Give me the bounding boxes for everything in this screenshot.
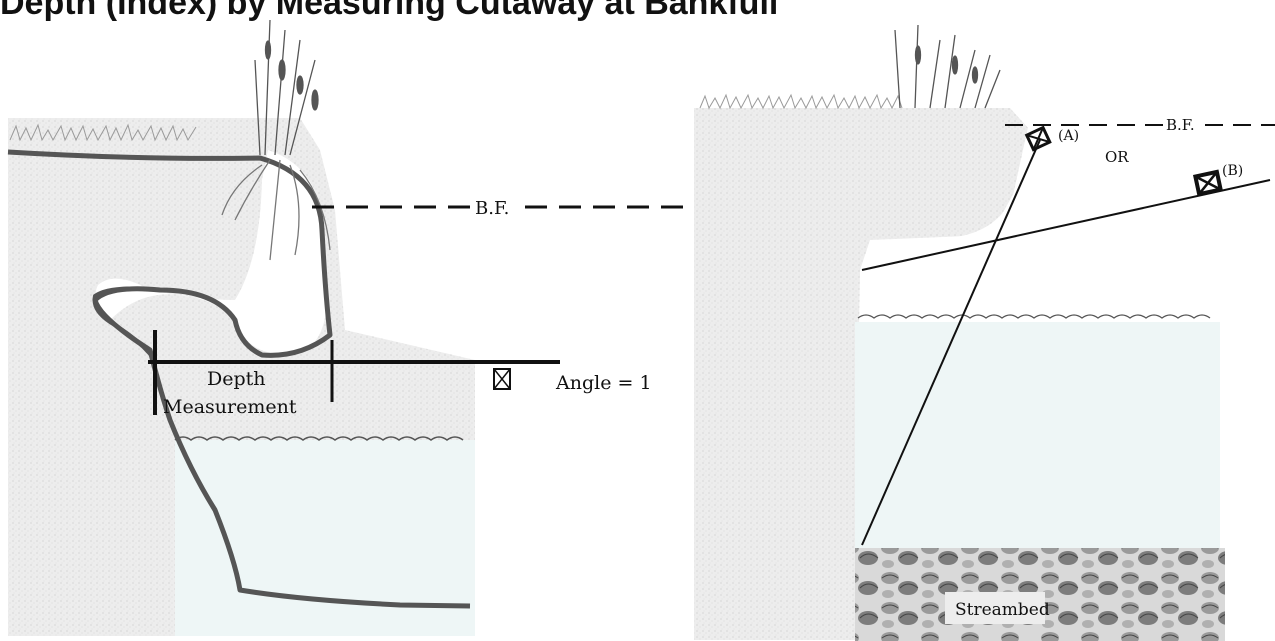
option-a-label: (A) — [1058, 128, 1079, 144]
clinometer-icon — [494, 369, 510, 389]
right-grass — [700, 95, 902, 108]
option-b-label: (B) — [1222, 163, 1243, 179]
streambed-label: Streambed — [955, 600, 1050, 620]
left-bankfull-label: B.F. — [475, 198, 509, 219]
depth-label-line1: Depth — [207, 368, 266, 390]
left-panel: B.F. Depth Measurement Angle = 1 — [8, 20, 692, 636]
or-label: OR — [1105, 148, 1129, 166]
right-water — [855, 322, 1220, 558]
right-bankfull-label: B.F. — [1166, 116, 1195, 134]
depth-label-line2: Measurement — [163, 396, 297, 418]
angle-label: Angle = 1 — [555, 372, 652, 394]
page-title: Depth (Index) by Measuring Cutaway at Ba… — [0, 0, 778, 22]
right-vegetation — [895, 25, 1000, 108]
right-panel: Streambed B.F. (A) OR (B) — [694, 25, 1275, 641]
